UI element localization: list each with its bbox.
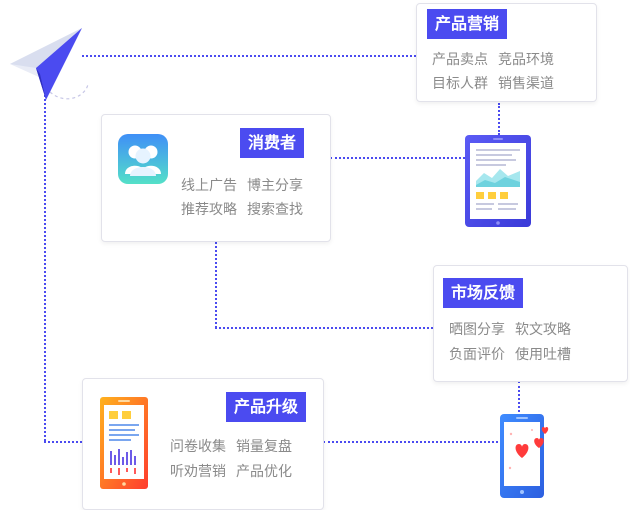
consumer-item: 线上广告 xyxy=(181,178,237,194)
feedback-title: 市场反馈 xyxy=(443,278,524,308)
consumer-line-2: 推荐攻略搜索查找 xyxy=(181,200,303,220)
phone-icon xyxy=(100,397,148,489)
connector-consumer-down xyxy=(215,242,217,328)
paper-plane-icon xyxy=(10,28,89,100)
card-feedback xyxy=(433,265,628,382)
upgrade-line-1: 问卷收集销量复盘 xyxy=(170,437,292,457)
tablet-icon xyxy=(465,135,531,227)
connector-consumer-to-feedback xyxy=(215,327,433,329)
upgrade-item: 听劝营销 xyxy=(170,464,226,480)
heart-phone-icon xyxy=(500,414,549,498)
users-icon xyxy=(118,134,168,184)
marketing-item: 销售渠道 xyxy=(498,76,554,92)
connector-marketing-to-tablet xyxy=(498,103,500,135)
connector-feedback-to-phone xyxy=(518,381,520,416)
consumer-line-1: 线上广告博主分享 xyxy=(181,176,303,196)
upgrade-item: 产品优化 xyxy=(236,464,292,480)
consumer-item: 博主分享 xyxy=(247,178,303,194)
marketing-item: 产品卖点 xyxy=(432,52,488,68)
marketing-item: 目标人群 xyxy=(432,76,488,92)
feedback-item: 使用吐槽 xyxy=(515,347,571,363)
upgrade-title: 产品升级 xyxy=(226,392,307,422)
marketing-line-2: 目标人群销售渠道 xyxy=(432,74,554,94)
connector-left-to-plane xyxy=(44,86,46,441)
feedback-item: 软文攻略 xyxy=(515,322,571,338)
feedback-line-1: 晒图分享软文攻略 xyxy=(449,320,571,340)
marketing-item: 竞品环境 xyxy=(498,52,554,68)
connector-consumer-to-tablet xyxy=(330,157,465,159)
connector-upgrade-to-left xyxy=(44,441,82,443)
feedback-item: 负面评价 xyxy=(449,347,505,363)
feedback-item: 晒图分享 xyxy=(449,322,505,338)
consumer-item: 推荐攻略 xyxy=(181,202,237,218)
marketing-line-1: 产品卖点竞品环境 xyxy=(432,50,554,70)
upgrade-item: 销量复盘 xyxy=(236,439,292,455)
upgrade-item: 问卷收集 xyxy=(170,439,226,455)
upgrade-line-2: 听劝营销产品优化 xyxy=(170,462,292,482)
consumer-title: 消费者 xyxy=(240,128,305,158)
connector-plane-to-marketing xyxy=(82,55,416,57)
consumer-item: 搜索查找 xyxy=(247,202,303,218)
marketing-title: 产品营销 xyxy=(427,9,508,39)
feedback-line-2: 负面评价使用吐槽 xyxy=(449,345,571,365)
connector-upgrade-to-phone xyxy=(323,441,498,443)
